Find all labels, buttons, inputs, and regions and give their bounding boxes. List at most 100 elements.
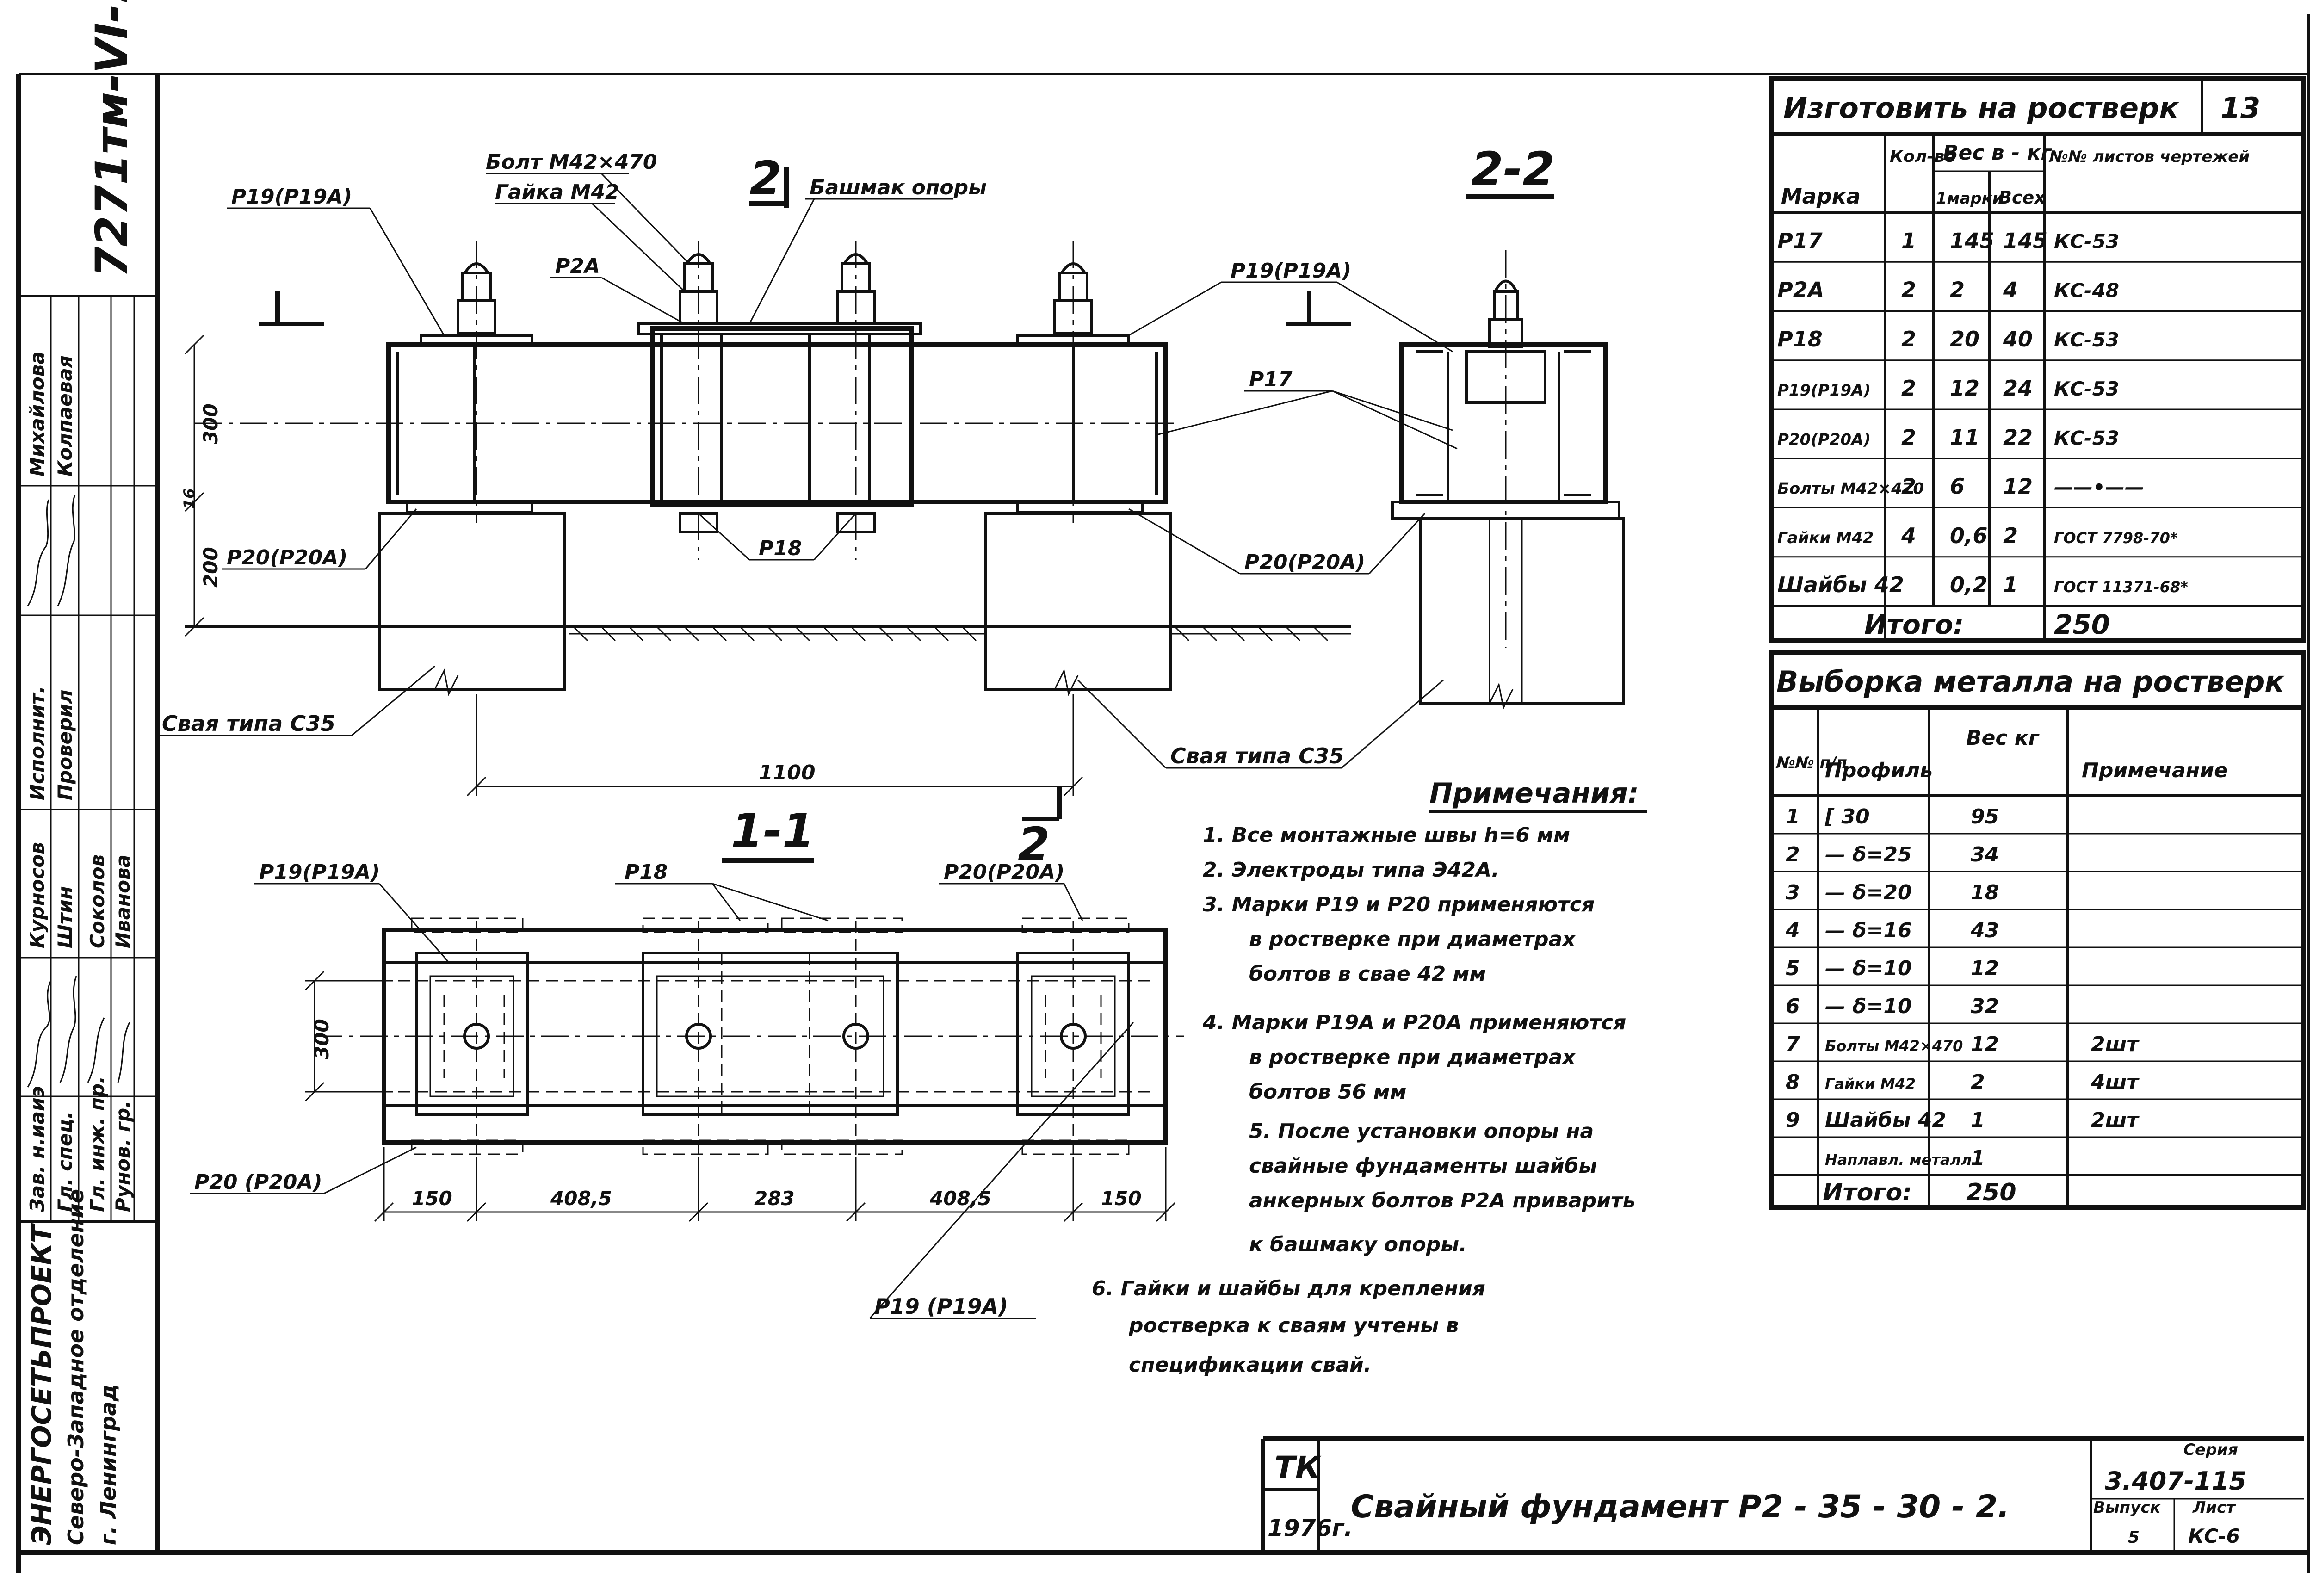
table2-cell: 6: [1786, 995, 1800, 1018]
label-p19-top: Р19(Р19А): [231, 185, 352, 209]
note-line-11: анкерных болтов Р2А приварить: [1249, 1189, 1635, 1212]
dim-bottom-4: 408,5: [929, 1187, 991, 1210]
table2-cell: 12: [1971, 957, 1999, 980]
note-line-13: 6. Гайки и шайбы для крепления: [1092, 1277, 1485, 1300]
label-pile-left: Свая типа С35: [162, 711, 335, 736]
org-branch: Северо-Западное отделение: [63, 1189, 88, 1545]
table2-total-value: 250: [1966, 1179, 2016, 1206]
table1-cell: Шайбы 42: [1777, 572, 1904, 597]
note-line-10: свайные фундаменты шайбы: [1249, 1154, 1597, 1178]
stamp-name-6: Колпаевая: [54, 355, 76, 476]
dim-300-plan: 300: [310, 1019, 333, 1059]
table2-cell: 1: [1786, 805, 1800, 829]
table1-cell: 4: [1901, 523, 1916, 548]
stamp-role-3: Гл. инж. пр.: [86, 1076, 109, 1212]
label-p19-plan: Р19(Р19А): [259, 860, 380, 884]
table1-cell: Гайки М42: [1777, 529, 1874, 547]
table1-cell: 0,2: [1950, 572, 1988, 597]
signature-6: [57, 495, 76, 606]
table1-cell: КС-48: [2054, 279, 2119, 302]
table1-cell: 2: [1901, 474, 1916, 499]
label-p18-plan: Р18: [625, 860, 668, 884]
signature-3: [87, 1017, 105, 1083]
dim-200: 200: [199, 547, 222, 588]
label-p18: Р18: [759, 537, 802, 560]
ground-hatch: [573, 626, 1329, 642]
table2-total-label: Итого:: [1823, 1179, 1912, 1206]
table2-cell: 4шт: [2090, 1070, 2140, 1094]
table-metal-selection: Выборка металла на ростверк №№ п/п Профи…: [1769, 650, 2306, 1210]
label-p20-left: Р20(Р20А): [227, 546, 347, 569]
table2-header-weight: Вес кг: [1966, 726, 2040, 750]
table1-cell: 2: [1901, 327, 1916, 352]
sheet-value: КС-6: [2188, 1525, 2240, 1547]
table1-cell: 12: [1950, 376, 1979, 401]
issue-label: Выпуск: [2093, 1498, 2161, 1517]
cut-label-2-bottom: 2: [1018, 817, 1050, 872]
stamp-name-2: Штин: [54, 886, 76, 948]
notes-title: Примечания:: [1429, 777, 1639, 810]
table2-header-profile: Профиль: [1825, 759, 1933, 782]
table2-cell: 1: [1971, 1108, 1985, 1132]
table1-cell: КС-53: [2054, 377, 2119, 400]
side-view: 2: [160, 150, 1458, 872]
table1-header-one: 1марки: [1936, 189, 2004, 208]
table2-cell: 1: [1971, 1146, 1985, 1170]
table2-cell: — δ=10: [1825, 995, 1912, 1018]
table2-header-note: Примечание: [2082, 759, 2228, 782]
label-p2a: Р2А: [555, 254, 600, 278]
table1-cell: Р2А: [1777, 278, 1824, 303]
table2-cell: 95: [1971, 805, 1999, 829]
table-manufacture: Изготовить на ростверк 13 Марка Кол-во В…: [1769, 76, 2306, 643]
note-line-7: в ростверке при диаметрах: [1249, 1045, 1576, 1069]
dim-300: 300: [199, 403, 222, 444]
table1-cell: 2: [1950, 278, 1965, 303]
view-label-1-1: 1-1: [731, 804, 815, 858]
table2-cell: 18: [1971, 881, 1999, 904]
notes: Примечания: 1. Все монтажные швы h=6 мм …: [1092, 777, 1647, 1377]
table2-cell: — δ=25: [1825, 843, 1912, 866]
note-line-14: ростверка к сваям учтены в: [1128, 1314, 1459, 1337]
table1-cell: Р19(Р19А): [1777, 381, 1871, 400]
table2-cell: 8: [1786, 1070, 1800, 1094]
signature-4: [117, 1022, 130, 1083]
table1-header-weight: Вес в - кг: [1943, 141, 2052, 165]
table1-cell: 24: [2003, 376, 2033, 401]
note-line-1: 1. Все монтажные швы h=6 мм: [1203, 823, 1570, 847]
table2-cell: 7: [1786, 1033, 1800, 1056]
table2-cell: 4: [1785, 919, 1800, 942]
note-line-6: 4. Марки Р19А и Р20А применяются: [1202, 1011, 1626, 1034]
dim-1100: 1100: [759, 761, 815, 785]
label-p17: Р17: [1249, 368, 1293, 391]
signature-1: [27, 980, 52, 1088]
table2-cell: 9: [1786, 1108, 1800, 1132]
stamp-name-5: Михайлова: [26, 351, 49, 476]
label-bolt: Болт М42×470: [486, 150, 657, 174]
table1-cell: 145: [1950, 228, 1994, 253]
table1-cell: 22: [2003, 425, 2033, 450]
table2-cell: — δ=20: [1825, 881, 1912, 904]
table1-cell: ГОСТ 7798-70*: [2054, 529, 2178, 547]
table1-cell: 12: [2003, 474, 2033, 499]
table1-cell: 0,6: [1950, 523, 1988, 548]
table1-cell: КС-53: [2054, 427, 2119, 449]
table1-cell: 40: [2003, 327, 2033, 352]
table2-cell: 32: [1971, 995, 1999, 1018]
table2-header-num: №№ п/п: [1775, 754, 1847, 772]
doc-code: 7271тм-VI-13: [86, 0, 138, 278]
note-line-5: болтов в свае 42 мм: [1249, 962, 1486, 986]
bolt-2: [679, 241, 718, 560]
table1-cell: 2: [1901, 278, 1916, 303]
title-block: ТК 1976г. Свайный фундамент Р2 - 35 - 30…: [1261, 1436, 2304, 1553]
table1-title: Изготовить на ростверк: [1783, 91, 2179, 125]
label-pile-right: Свая типа С35: [1170, 743, 1344, 768]
table1-cell: 11: [1950, 425, 1979, 450]
note-line-8: болтов 56 мм: [1249, 1080, 1407, 1104]
label-p20-plan-top: Р20(Р20А): [944, 860, 1064, 884]
table1-header-all: Всех: [1998, 187, 2046, 208]
dim-bottom-1: 150: [412, 1187, 452, 1210]
signature-2: [59, 976, 77, 1083]
label-p19-plan-bottom: Р19 (Р19А): [874, 1294, 1008, 1319]
stamp-name-1: Курносов: [26, 842, 49, 948]
